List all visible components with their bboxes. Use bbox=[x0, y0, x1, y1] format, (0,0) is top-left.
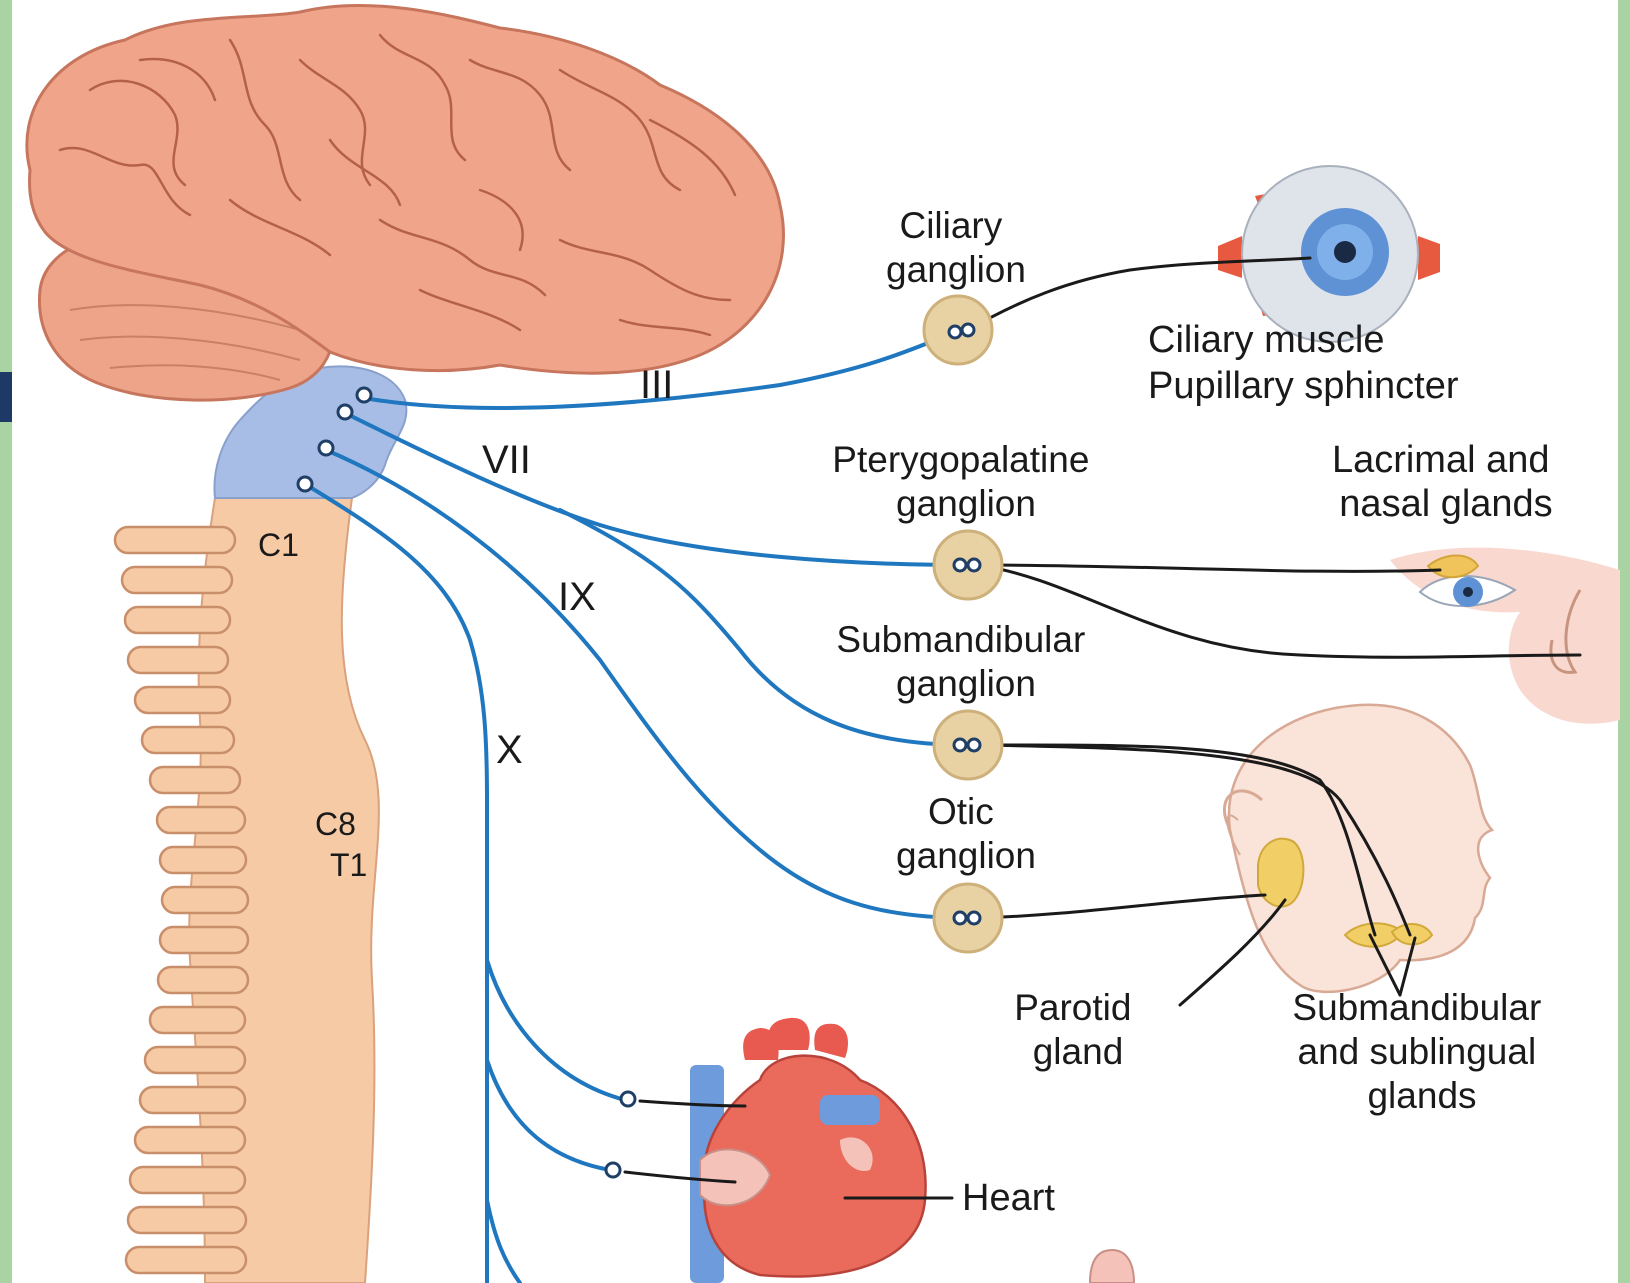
spinal-label-c8: C8 bbox=[315, 806, 356, 842]
frame-left-green-bar bbox=[0, 0, 12, 1283]
lacrimal-target-label: Lacrimal and nasal glands bbox=[1332, 439, 1560, 525]
spinal-label-t1: T1 bbox=[330, 847, 367, 883]
nerve-x-lower-branch bbox=[487, 1200, 520, 1283]
otic-ganglion bbox=[934, 884, 1002, 952]
lacrimal-face-illustration bbox=[1390, 548, 1620, 724]
submandibular-ganglion-label: Submandibular ganglion bbox=[836, 619, 1095, 704]
head-profile-illustration bbox=[1224, 705, 1492, 992]
nerve-x-cardiac-upper bbox=[487, 960, 625, 1100]
nerve-x-cardiac-lower bbox=[487, 1060, 610, 1170]
ciliary-ganglion-label: Ciliary ganglion bbox=[886, 205, 1026, 290]
eye-target-label: Ciliary muscle Pupillary sphincter bbox=[1148, 319, 1459, 407]
fiber-pterygopalatine-to-lacrimal bbox=[978, 565, 1440, 571]
nerve-vii-path bbox=[345, 413, 968, 565]
pterygopalatine-ganglion bbox=[934, 531, 1002, 599]
nerve-label-ix: IX bbox=[558, 575, 596, 619]
gut-hint bbox=[1090, 1250, 1134, 1283]
eyeball-illustration bbox=[1218, 166, 1440, 342]
otic-ganglion-label: Otic ganglion bbox=[896, 791, 1036, 876]
heart-target-label: Heart bbox=[962, 1177, 1055, 1219]
pterygopalatine-ganglion-label: Pterygopalatine ganglion bbox=[832, 439, 1099, 524]
ciliary-ganglion bbox=[924, 296, 992, 364]
submandibular-sublingual-target-label: Submandibular and sublingual glands bbox=[1292, 987, 1551, 1116]
frame-left-navy-block bbox=[0, 372, 12, 422]
parotid-target-label: Parotid gland bbox=[1014, 987, 1142, 1072]
nerve-label-x: X bbox=[496, 728, 523, 772]
nerve-label-vii: VII bbox=[482, 438, 531, 482]
submandibular-ganglion bbox=[934, 711, 1002, 779]
fiber-otic-to-parotid bbox=[978, 895, 1265, 918]
heart-illustration bbox=[690, 1018, 926, 1283]
nerve-ix-path bbox=[326, 450, 968, 918]
nerve-label-iii: III bbox=[640, 363, 673, 407]
spinal-label-c1: C1 bbox=[258, 527, 299, 563]
